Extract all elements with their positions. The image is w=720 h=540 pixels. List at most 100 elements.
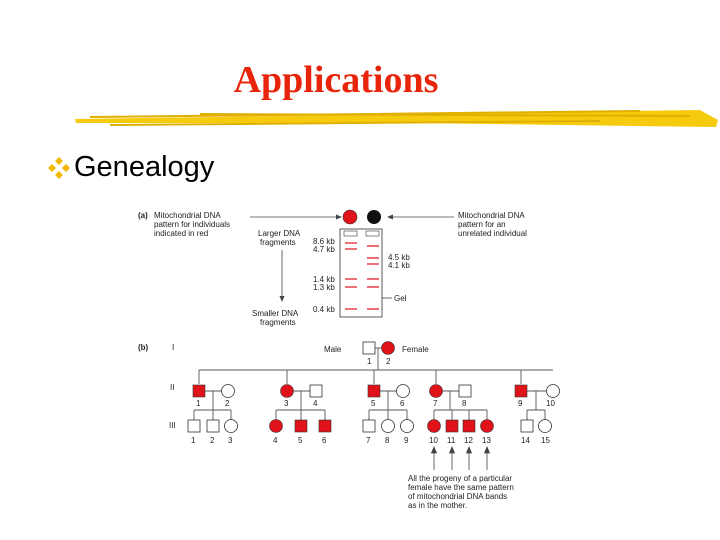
gen2-individual-1 (192, 384, 206, 398)
generation-label-I: I (172, 343, 174, 352)
right-note-line-2: pattern for an (458, 220, 506, 229)
left-lane-bands (345, 242, 357, 310)
gen3-individual-6 (318, 419, 332, 433)
gen2-individual-5 (367, 384, 381, 398)
gen3-individual-11 (445, 419, 459, 433)
larger-dna-label-2: fragments (260, 238, 296, 247)
gen3-number-9: 9 (404, 436, 409, 445)
panel-b-label: (b) (138, 343, 149, 352)
pedigree-lines (193, 347, 553, 420)
progeny-arrows (430, 445, 491, 470)
caption-line-1: All the progeny of a particular (408, 474, 512, 483)
right-note-line-1: Mitochondrial DNA (458, 211, 525, 220)
gen3-number-15: 15 (541, 436, 550, 445)
caption-line-2: female have the same pattern (408, 483, 514, 492)
size-0-4kb: 0.4 kb (313, 305, 335, 314)
gen3-individual-14 (520, 419, 534, 433)
gel-label: Gel (394, 294, 407, 303)
gen3-individual-13 (480, 419, 494, 433)
gen2-number-1: 1 (196, 399, 201, 408)
gen1-female-2 (381, 341, 395, 355)
gen3-number-8: 8 (385, 436, 390, 445)
generation-label-II: II (170, 383, 174, 392)
gen3-number-6: 6 (322, 436, 327, 445)
gen2-number-9: 9 (518, 399, 523, 408)
gen3-number-12: 12 (464, 436, 473, 445)
gen3-individual-15 (538, 419, 552, 433)
female-key-label: Female (402, 345, 429, 354)
gen3-individual-3 (224, 419, 238, 433)
gen2-individual-8 (458, 384, 472, 398)
right-note-arrowhead (387, 214, 393, 220)
gen2-number-5: 5 (371, 399, 376, 408)
gen1-number-2: 2 (386, 357, 391, 366)
gen2-number-8: 8 (462, 399, 467, 408)
gen1-number-1: 1 (367, 357, 372, 366)
size-1-4kb: 1.4 kb (313, 275, 335, 284)
title-underline-bar (75, 110, 718, 127)
slide-title: Applications (233, 59, 439, 101)
larger-dna-label-1: Larger DNA (258, 229, 301, 238)
gen2-individual-10 (546, 384, 560, 398)
gen1-male-1 (362, 341, 376, 355)
gen3-individual-9 (400, 419, 414, 433)
gen3-number-7: 7 (366, 436, 371, 445)
size-4-7kb: 4.7 kb (313, 245, 335, 254)
caption-line-4: as in the mother. (408, 501, 467, 510)
gen2-individual-3 (280, 384, 294, 398)
gen3-individual-2 (206, 419, 220, 433)
gen3-individual-1 (187, 419, 201, 433)
gen3-individual-4 (269, 419, 283, 433)
gen3-number-14: 14 (521, 436, 530, 445)
gen3-number-11: 11 (447, 436, 456, 445)
red-individual-symbol (342, 209, 358, 225)
gen2-number-10: 10 (546, 399, 555, 408)
gen2-individual-2 (221, 384, 235, 398)
gen2-individual-7 (429, 384, 443, 398)
right-note-line-3: unrelated individual (458, 229, 527, 238)
left-note-line-2: pattern for individuals (154, 220, 230, 229)
size-8-6kb: 8.6 kb (313, 237, 335, 246)
gen2-individual-4 (309, 384, 323, 398)
gel-well-left (343, 230, 358, 237)
gen2-number-6: 6 (400, 399, 405, 408)
smaller-dna-label-1: Smaller DNA (252, 309, 299, 318)
gen2-number-4: 4 (313, 399, 318, 408)
gen3-individual-5 (294, 419, 308, 433)
bullet-text: Genealogy (74, 151, 215, 183)
left-note-arrowhead (336, 214, 342, 220)
gen3-individual-8 (381, 419, 395, 433)
gen2-individual-6 (396, 384, 410, 398)
size-direction-arrowhead (279, 296, 285, 302)
panel-a-label: (a) (138, 211, 148, 220)
gel-well-right (365, 230, 380, 237)
caption-line-3: of mitochondrial DNA bands (408, 492, 507, 501)
left-note-line-3: indicated in red (154, 229, 208, 238)
bullet-item: Genealogy (48, 151, 214, 184)
gen3-number-3: 3 (228, 436, 233, 445)
gen3-individual-10 (427, 419, 441, 433)
generation-label-III: III (169, 421, 176, 430)
right-lane-bands (367, 245, 379, 310)
unrelated-individual-symbol (367, 210, 381, 224)
gen2-number-2: 2 (225, 399, 230, 408)
gen3-individual-12 (462, 419, 476, 433)
size-1-3kb: 1.3 kb (313, 283, 335, 292)
gen3-number-5: 5 (298, 436, 303, 445)
gen3-number-2: 2 (210, 436, 215, 445)
gen3-number-10: 10 (429, 436, 438, 445)
gen2-number-3: 3 (284, 399, 289, 408)
size-4-1kb: 4.1 kb (388, 261, 410, 270)
gen3-number-1: 1 (191, 436, 196, 445)
gen2-individual-9 (514, 384, 528, 398)
gen3-individual-7 (362, 419, 376, 433)
left-note-line-1: Mitochondrial DNA (154, 211, 221, 220)
smaller-dna-label-2: fragments (260, 318, 296, 327)
size-4-5kb: 4.5 kb (388, 253, 410, 262)
gen3-number-13: 13 (482, 436, 491, 445)
male-key-label: Male (324, 345, 342, 354)
gel-box (339, 228, 383, 318)
gen2-number-7: 7 (433, 399, 438, 408)
diamond-cluster-bullet-icon (48, 156, 70, 179)
